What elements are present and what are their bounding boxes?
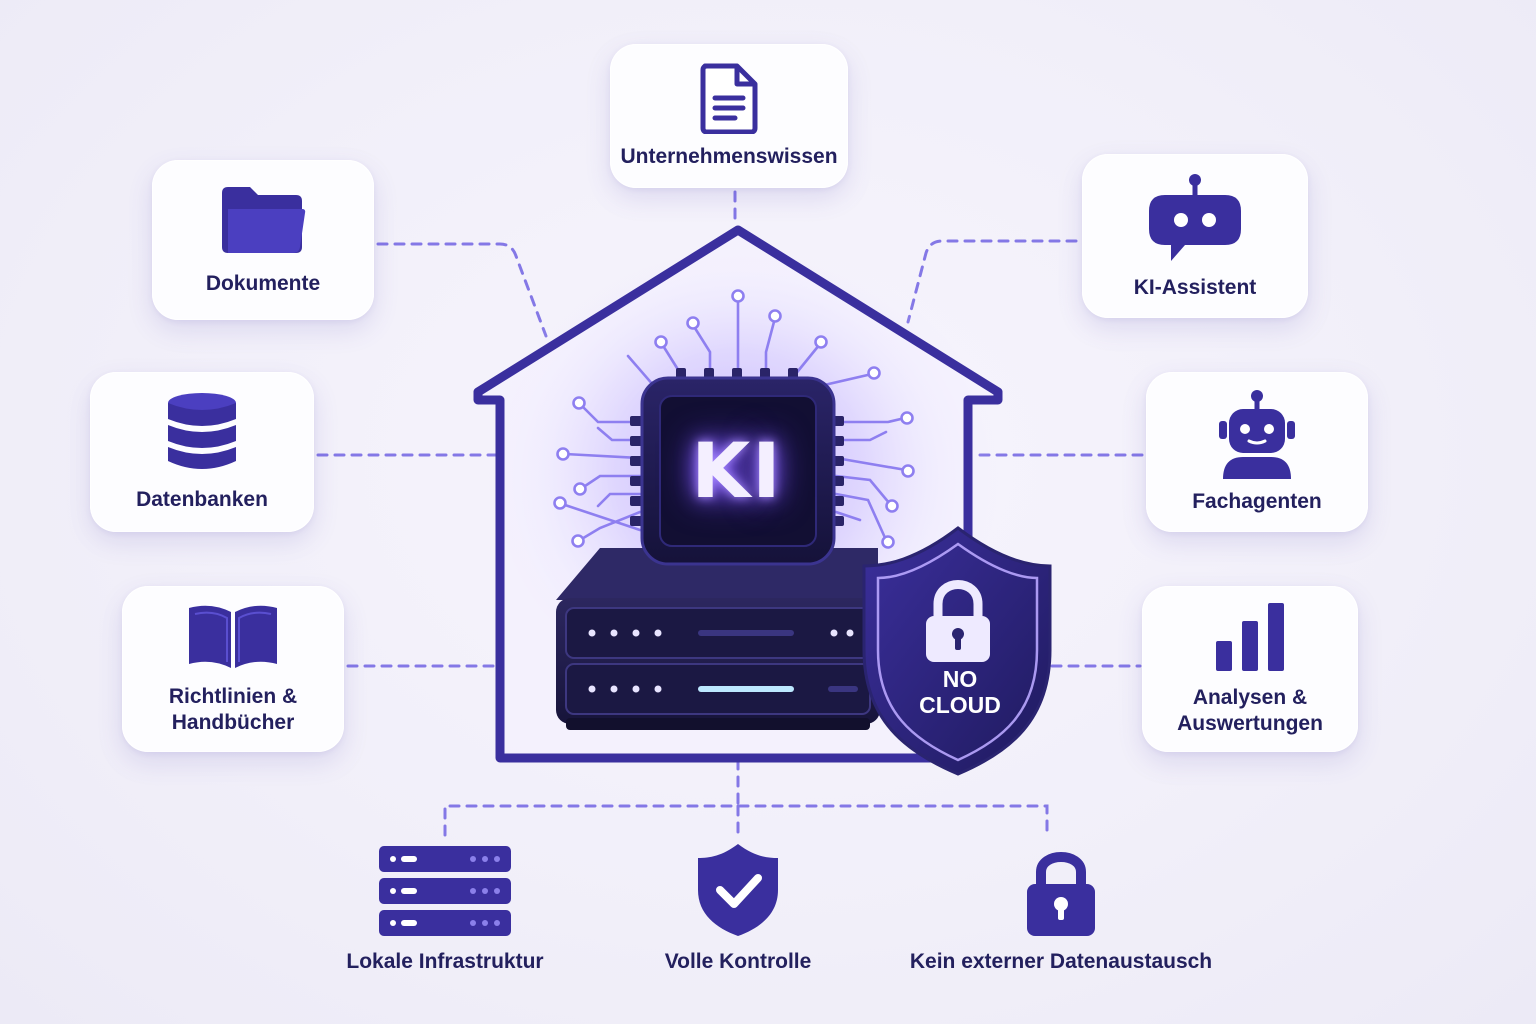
connector-documents — [376, 242, 548, 338]
book-icon — [189, 605, 277, 668]
no-cloud-line1: NO — [942, 666, 978, 692]
no-cloud-line2: CLOUD — [919, 692, 1001, 718]
padlock-icon — [1027, 852, 1095, 936]
bar-chart-icon — [1216, 603, 1284, 671]
node-policies-line2: Handbücher — [171, 711, 295, 734]
node-documents-label: Dokumente — [205, 272, 321, 295]
feature-control: Volle Kontrolle — [618, 842, 858, 974]
server-unit — [556, 548, 880, 730]
folder-icon — [222, 187, 306, 253]
node-knowledge-label: Unternehmenswissen — [620, 145, 838, 168]
no-cloud-shield — [862, 526, 1052, 776]
node-policies: Richtlinien & Handbücher — [122, 586, 344, 752]
connector-bottom-bar — [443, 804, 1049, 837]
feature-infrastructure: Lokale Infrastruktur — [325, 844, 565, 974]
robot-icon — [1219, 390, 1295, 479]
chat-bot-icon — [1149, 174, 1241, 261]
node-analytics-line2: Auswertungen — [1177, 712, 1323, 735]
node-analytics: Analysen & Auswertungen — [1142, 586, 1358, 752]
shield-check-icon — [698, 844, 778, 936]
ki-chip — [630, 368, 844, 566]
server-rack-icon — [379, 846, 511, 936]
node-policies-line1: Richtlinien & — [168, 685, 298, 708]
node-agents-label: Fachagenten — [1192, 490, 1322, 513]
node-agents: Fachagenten — [1146, 372, 1368, 532]
node-databases: Datenbanken — [90, 372, 314, 532]
node-documents: Dokumente — [152, 160, 374, 320]
node-policies-label: Richtlinien & Handbücher — [169, 684, 297, 736]
connectors — [316, 190, 1146, 840]
feature-infrastructure-label: Lokale Infrastruktur — [346, 950, 544, 973]
database-icon — [168, 393, 236, 469]
node-assistant-label: KI-Assistent — [1133, 276, 1257, 299]
feature-no-exchange-label: Kein externer Datenaustausch — [909, 950, 1213, 973]
node-assistant: KI-Assistent — [1082, 154, 1308, 318]
feature-no-exchange: Kein externer Datenaustausch — [900, 846, 1222, 974]
node-databases-label: Datenbanken — [136, 488, 268, 511]
connector-assistant — [906, 239, 1078, 324]
no-cloud-label: NO CLOUD — [880, 666, 1040, 718]
node-analytics-line1: Analysen & — [1192, 686, 1308, 709]
document-icon — [700, 63, 758, 134]
node-analytics-label: Analysen & Auswertungen — [1177, 685, 1323, 737]
feature-control-label: Volle Kontrolle — [664, 950, 812, 973]
node-knowledge: Unternehmenswissen — [610, 44, 848, 188]
chip-label: KI — [691, 425, 783, 515]
